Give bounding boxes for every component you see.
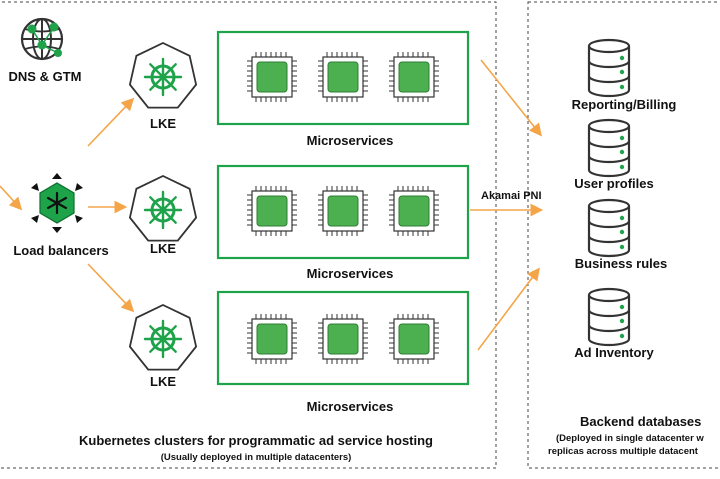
microservices-label-2: Microservices [306,266,394,281]
load-balancer-icon [31,173,83,233]
lke-label-2: LKE [150,241,176,256]
backend-region-title: Backend databases [580,414,702,429]
microservices-box-1 [216,30,470,126]
dns-gtm-label: DNS & GTM [8,69,82,84]
backend-region-subtitle-1: (Deployed in single datacenter w [556,433,704,444]
backend-region-border [527,1,720,469]
microservices-label-1: Microservices [306,133,394,148]
akamai-pni-label: Akamai PNI [481,190,542,202]
load-balancers-label: Load balancers [13,243,109,258]
k8s-region-subtitle: (Usually deployed in multiple datacenter… [160,452,352,463]
lke-label-3: LKE [150,374,176,389]
database-icon-reporting [587,38,631,98]
microservices-box-3 [216,290,470,386]
db-label-rules: Business rules [574,256,668,271]
backend-region-subtitle-2: replicas across multiple datacent [548,446,698,457]
k8s-region-title: Kubernetes clusters for programmatic ad … [79,433,433,448]
database-icon-rules [587,198,631,258]
db-label-inventory: Ad Inventory [574,345,654,360]
globe-icon [20,17,64,61]
microservices-label-3: Microservices [306,399,394,414]
lke-icon-2 [128,174,198,243]
lke-label-1: LKE [150,116,176,131]
database-icon-profiles [587,118,631,178]
db-label-profiles: User profiles [574,176,654,191]
db-label-reporting: Reporting/Billing [571,97,677,112]
k8s-region-border [0,1,497,469]
database-icon-inventory [587,287,631,347]
lke-icon-3 [128,303,198,372]
flow-arrows [0,59,544,351]
lke-icon-1 [128,41,198,110]
microservices-box-2 [216,164,470,260]
